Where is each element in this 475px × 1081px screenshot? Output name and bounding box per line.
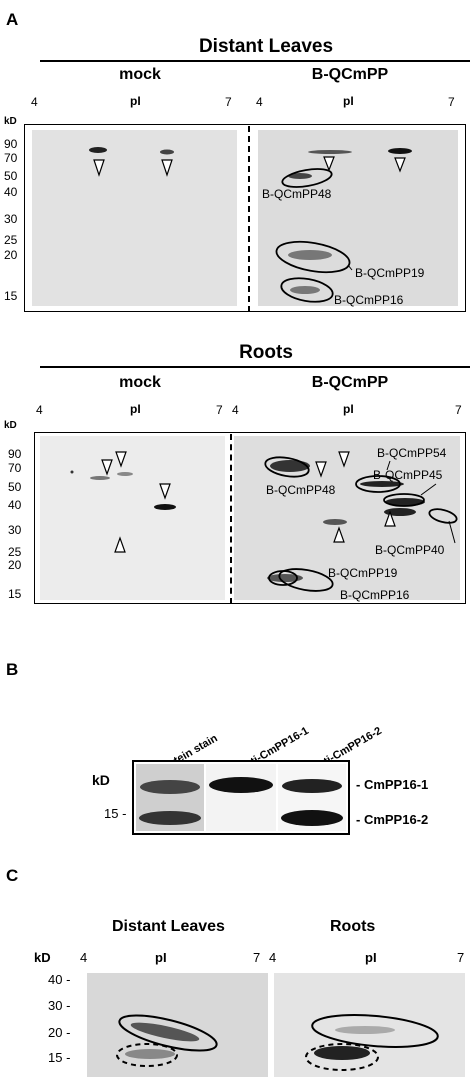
spot-label: B-QCmPP48 [262, 187, 332, 201]
kd-tick: 30 [4, 212, 18, 226]
pi-axis-label: pI [155, 950, 167, 965]
title-rule [40, 60, 470, 62]
title-rule [40, 366, 470, 368]
pi-axis-label: pI [343, 402, 354, 416]
pi-start: 4 [256, 95, 263, 109]
gel-image-mock-roots [40, 436, 225, 600]
pi-axis-label: pI [343, 94, 354, 108]
distant-leaves-title: Distant Leaves [112, 918, 225, 935]
spot-label: B-QCmPP16 [340, 588, 410, 602]
treated-label: B-QCmPP [311, 374, 389, 391]
panel-letter-a: A [6, 10, 19, 29]
gel-image-treated-roots [234, 436, 460, 600]
kd-tick: 50 [4, 169, 18, 183]
pi-start: 4 [36, 403, 43, 417]
panel-letter-b: B [6, 660, 19, 679]
mock-label: mock [119, 66, 161, 83]
kd-tick: 20 [8, 558, 22, 572]
kd-tick: 70 [4, 151, 18, 165]
kd-tick: 25 [8, 545, 22, 559]
gel-image-distant-leaves [87, 973, 268, 1077]
kd-tick: 90 [4, 137, 18, 151]
pi-start: 4 [232, 403, 239, 417]
kd-tick: 40 [8, 498, 22, 512]
kd-tick: 20 - [48, 1025, 71, 1040]
spot-label: B-QCmPP48 [266, 483, 336, 497]
gel-image-roots [274, 973, 465, 1077]
pi-axis-label: pI [130, 402, 141, 416]
pi-end: 7 [457, 950, 465, 965]
kd-tick: 50 [8, 480, 22, 494]
pi-start: 4 [269, 950, 277, 965]
kd-tick: 20 [4, 248, 18, 262]
kd-label: kD [92, 772, 110, 788]
pi-end: 7 [448, 95, 455, 109]
distant-leaves-title: Distant Leaves [198, 36, 334, 57]
lane-divider [248, 126, 250, 312]
panel-letter-c: C [6, 866, 19, 885]
spot-label: B-QCmPP16 [334, 293, 404, 307]
mock-label: mock [119, 374, 161, 391]
treated-label: B-QCmPP [311, 66, 389, 83]
kd-tick: 40 [4, 185, 18, 199]
roots-title: Roots [239, 342, 293, 363]
gel-image-mock-distant [32, 130, 237, 306]
kd-label: kD [4, 116, 17, 127]
kd-tick: 15 - [48, 1050, 71, 1065]
kd-tick: 90 [8, 447, 22, 461]
pi-end: 7 [253, 950, 261, 965]
blot-lane-anti-cmpp16-1 [206, 764, 276, 831]
pi-axis-label: pI [130, 94, 141, 108]
spot-label: B-QCmPP54 [377, 446, 447, 460]
kd-label: kD [34, 950, 51, 965]
kd-tick: 40 - [48, 972, 71, 987]
kd-tick: 30 [8, 523, 22, 537]
pi-start: 4 [80, 950, 88, 965]
lane-divider [230, 434, 232, 604]
kd-tick: 15 - [104, 806, 127, 821]
band-label: - CmPP16-1 [356, 777, 429, 792]
spot-label: B-QCmPP19 [328, 566, 398, 580]
spot-label: B-QCmPP40 [375, 543, 445, 557]
spot-label: B-QCmPP19 [355, 266, 425, 280]
pi-start: 4 [31, 95, 38, 109]
band-label: - CmPP16-2 [356, 812, 429, 827]
kd-tick: 25 [4, 233, 18, 247]
spot-label: B-QCmPP45 [373, 468, 443, 482]
pi-end: 7 [225, 95, 232, 109]
kd-tick: 15 [4, 289, 18, 303]
kd-tick: 30 - [48, 998, 71, 1013]
gel-image-treated-distant [258, 130, 458, 306]
pi-axis-label: pI [365, 950, 377, 965]
kd-label: kD [4, 420, 17, 431]
pi-end: 7 [455, 403, 462, 417]
kd-tick: 70 [8, 461, 22, 475]
kd-tick: 15 [8, 587, 22, 601]
pi-end: 7 [216, 403, 223, 417]
roots-title: Roots [330, 918, 376, 935]
